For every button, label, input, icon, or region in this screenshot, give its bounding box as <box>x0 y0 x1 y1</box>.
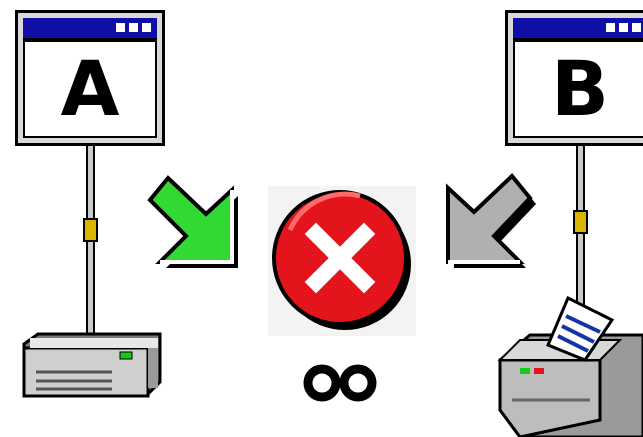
network-connection-illustration: A B <box>0 0 643 437</box>
infinity-icon <box>0 0 643 437</box>
